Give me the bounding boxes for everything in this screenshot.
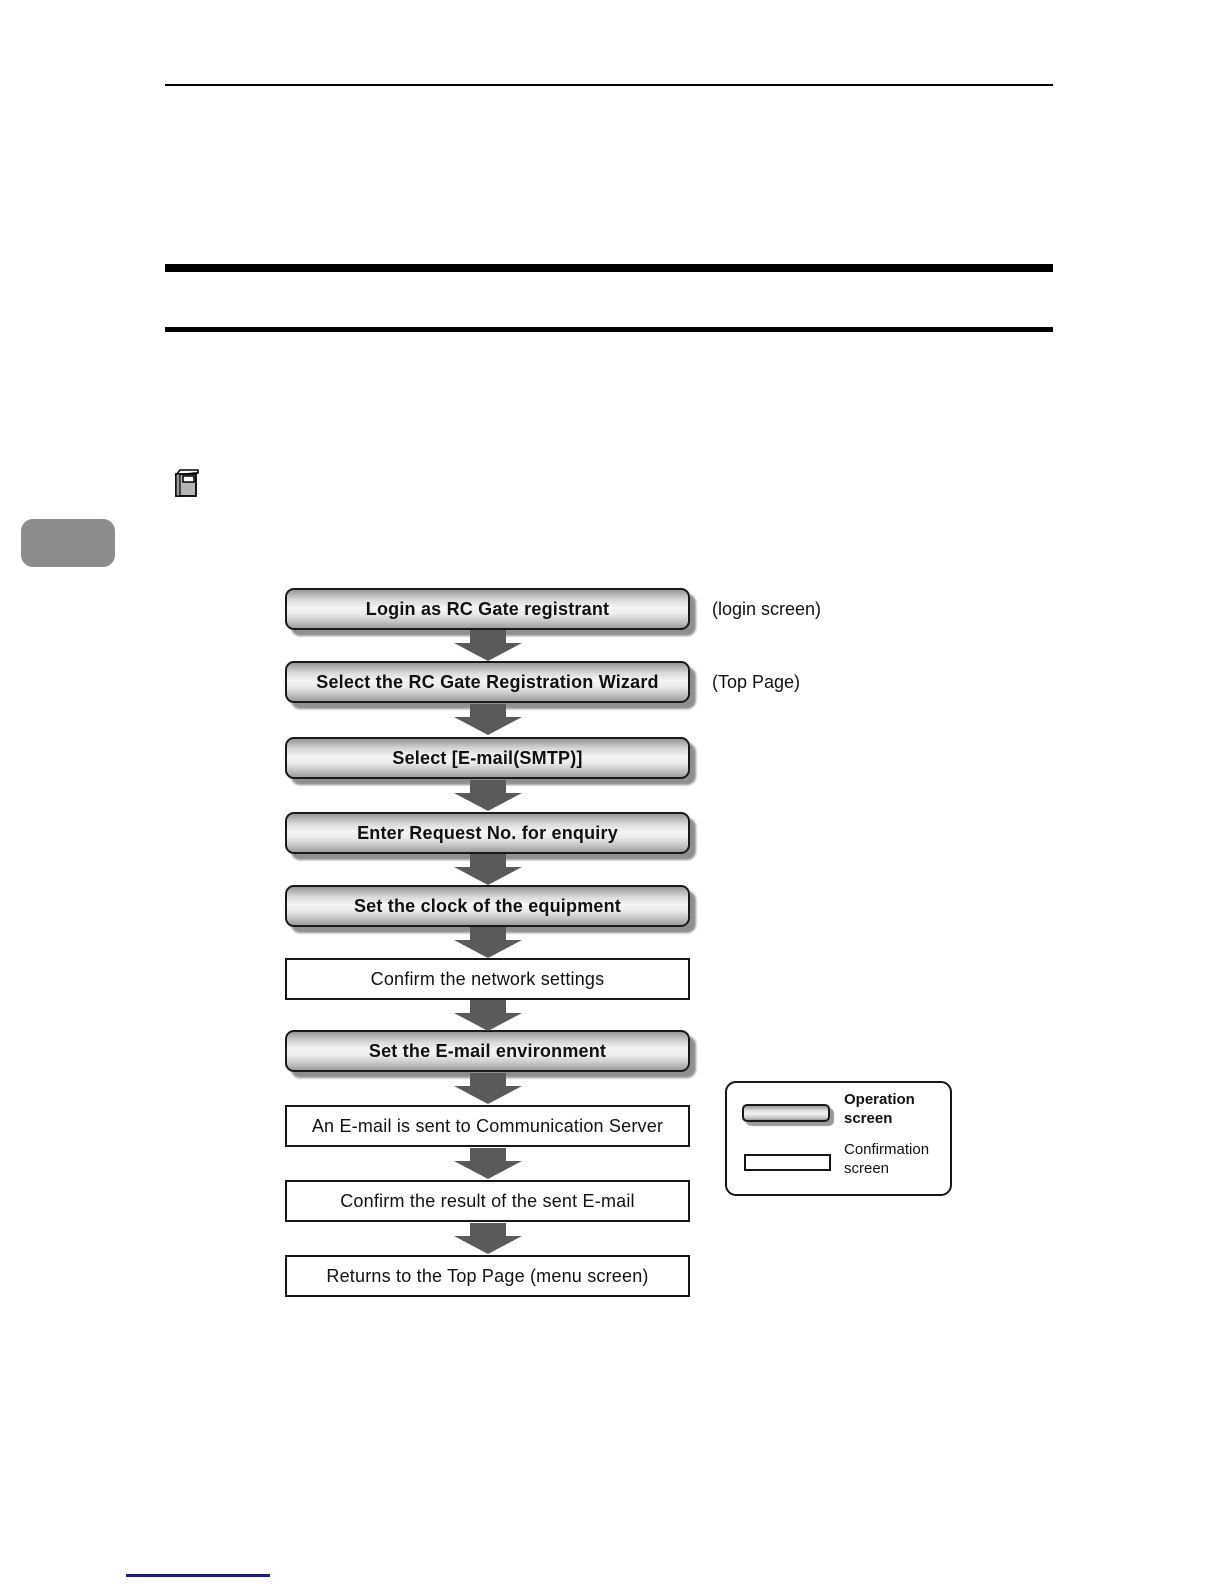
down-arrow-icon [454,1000,522,1031]
flow-step-2: Select the RC Gate Registration Wizard [285,661,690,703]
footer-link-underline [126,1574,270,1577]
flow-step-1: Login as RC Gate registrant [285,588,690,630]
down-arrow-icon [454,854,522,885]
down-arrow-icon [454,1223,522,1254]
down-arrow-icon [454,1073,522,1104]
legend-operation-label: Operation screen [844,1091,915,1127]
chapter-tab [21,519,115,567]
down-arrow-icon [454,927,522,958]
flow-step-5: Set the clock of the equipment [285,885,690,927]
down-arrow-icon [454,780,522,811]
legend-operation-sample [742,1104,830,1122]
down-arrow-icon [454,1148,522,1179]
flow-step-3: Select [E-mail(SMTP)] [285,737,690,779]
book-note-icon [174,468,200,498]
legend-box: Operation screen Confirmation screen [725,1081,952,1196]
step-annotation: (login screen) [712,598,822,619]
flow-step-6: Confirm the network settings [285,958,690,1000]
legend-confirmation-sample [744,1154,831,1171]
heading-bar-thick [165,264,1053,272]
flow-step-9: Confirm the result of the sent E-mail [285,1180,690,1222]
top-rule [165,84,1053,86]
flow-step-4: Enter Request No. for enquiry [285,812,690,854]
flow-step-7: Set the E-mail environment [285,1030,690,1072]
down-arrow-icon [454,704,522,735]
down-arrow-icon [454,630,522,661]
flow-step-8: An E-mail is sent to Communication Serve… [285,1105,690,1147]
legend-confirmation-label: Confirmation screen [844,1141,930,1177]
flow-step-10: Returns to the Top Page (menu screen) [285,1255,690,1297]
step-annotation: (Top Page) [712,671,801,692]
heading-bar-thin [165,327,1053,332]
